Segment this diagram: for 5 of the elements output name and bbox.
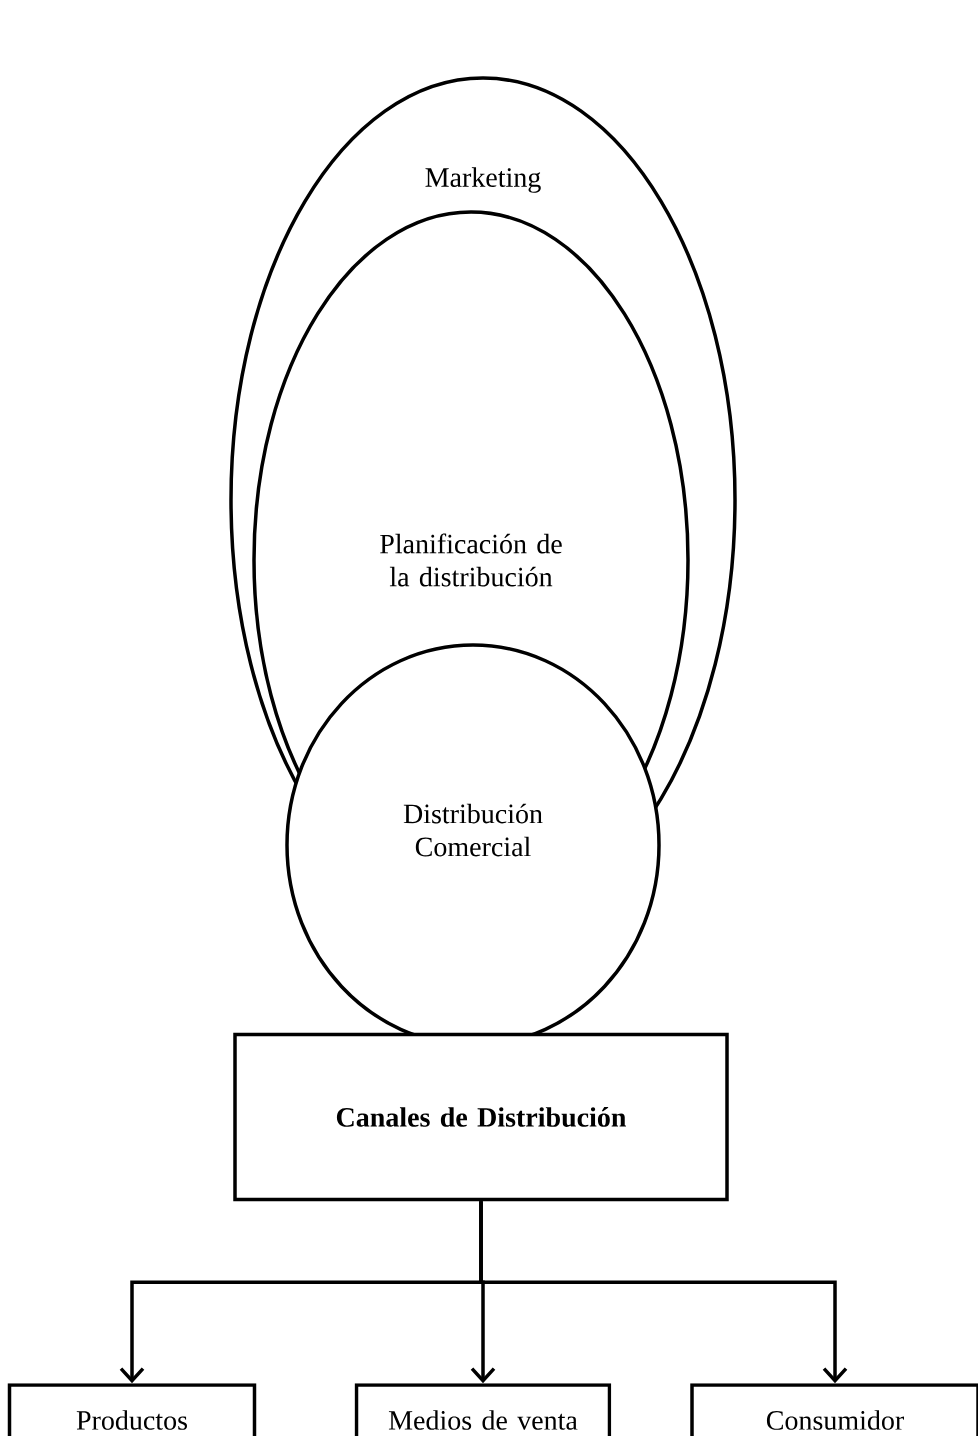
- arrow: [479, 1201, 848, 1384]
- process-box: Canales de Distribución: [233, 1032, 729, 1202]
- process-box: Productos: [7, 1383, 257, 1436]
- process-box: Consumidor: [690, 1383, 978, 1436]
- process-box: Medios de venta: [354, 1383, 612, 1436]
